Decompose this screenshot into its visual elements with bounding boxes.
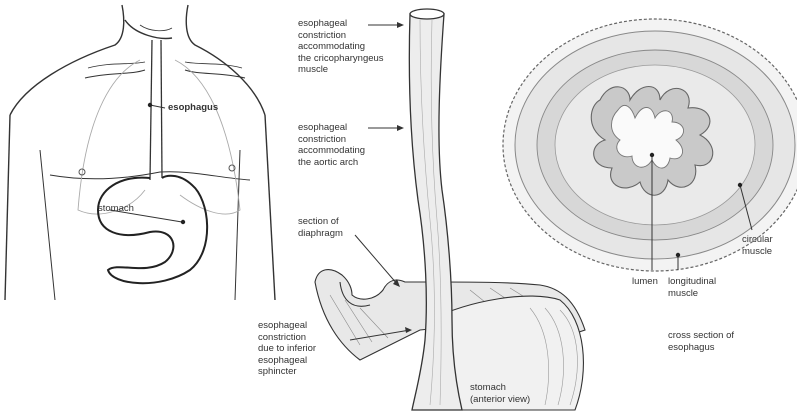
dot-circular [738, 183, 742, 187]
label-constriction-aortic-arch: esophageal constriction accommodating th… [298, 122, 365, 168]
label-esophagus: esophagus [168, 102, 218, 114]
label-stomach-anterior-view: stomach (anterior view) [470, 382, 530, 405]
label-lumen: lumen [632, 276, 658, 288]
stomach-shape [98, 176, 207, 283]
esophagus-tube [150, 40, 162, 180]
dot-longitudinal [676, 253, 680, 257]
label-constriction-cricopharyngeus: esophageal constriction accommodating th… [298, 18, 384, 76]
label-constriction-sphincter: esophageal constriction due to inferior … [258, 320, 316, 378]
label-stomach: stomach [98, 203, 134, 215]
label-cross-section: cross section of esophagus [668, 330, 734, 353]
esophagus-opening [410, 9, 444, 19]
dot-lumen [650, 153, 654, 157]
lungs-outline [78, 60, 240, 214]
label-section-of-diaphragm: section of diaphragm [298, 216, 343, 239]
dot-esophagus [148, 103, 152, 107]
label-longitudinal-muscle: longitudinal muscle [668, 276, 716, 299]
torso-outline [5, 5, 275, 300]
label-circular-muscle: circular muscle [742, 234, 773, 257]
dot-stomach [181, 220, 185, 224]
